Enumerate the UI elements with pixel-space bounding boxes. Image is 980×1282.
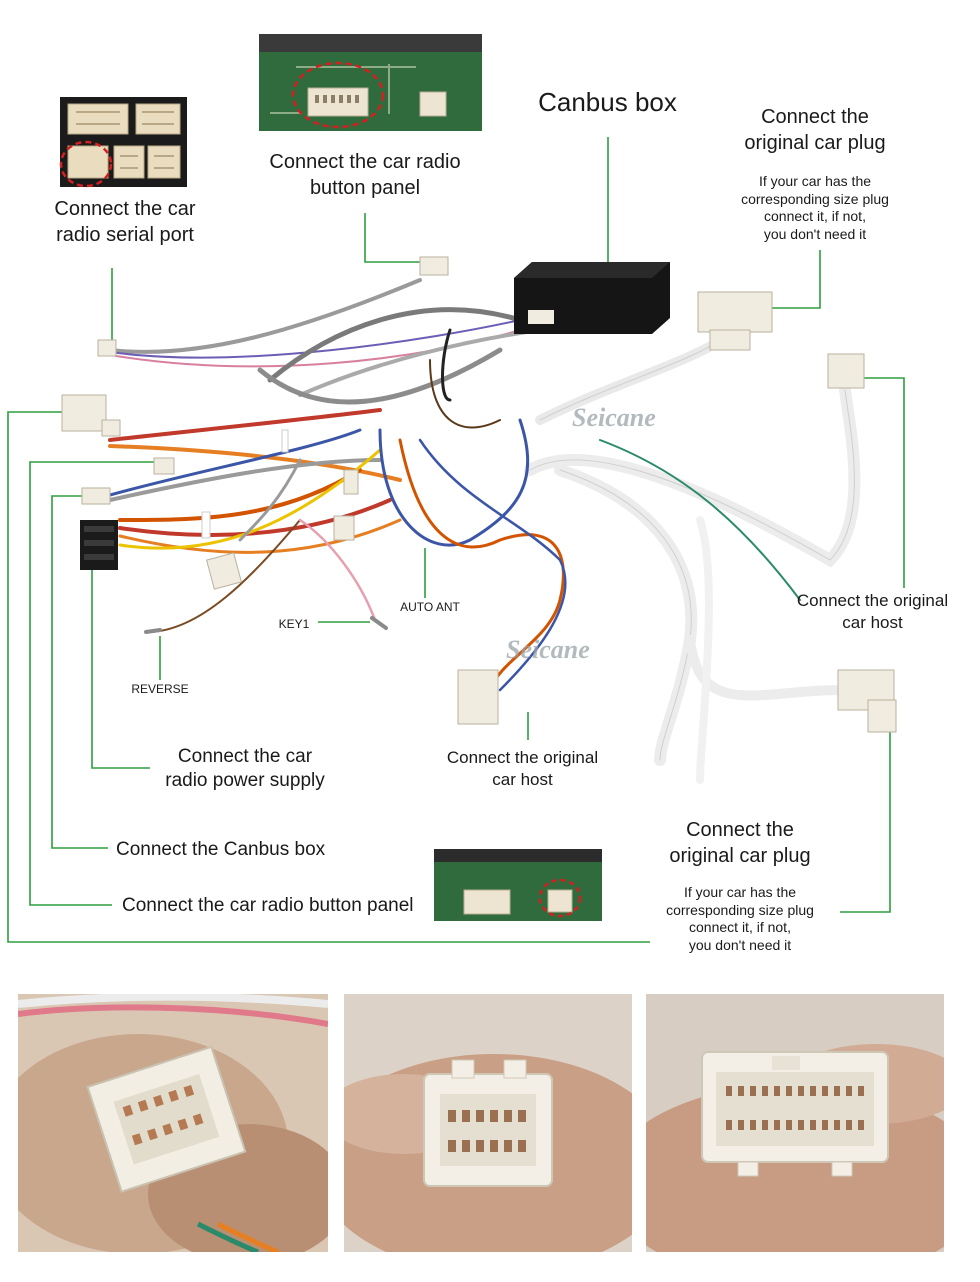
- terminal-pins: [144, 616, 388, 634]
- watermark-top: Seicane: [572, 403, 656, 432]
- orig-plug-bottom-title: Connect the original car plug: [669, 819, 811, 867]
- orig-host-right-label: Connect the original car host: [796, 591, 949, 632]
- orig-host-mid-label: Connect the original car host: [446, 748, 599, 789]
- orig-plug-top-title: Connect the original car plug: [744, 106, 886, 154]
- button-panel-photo-bottom: [434, 849, 602, 921]
- connectors: [61, 256, 897, 733]
- reverse-label: REVERSE: [131, 682, 189, 696]
- button-panel-top-label: Connect the car radio button panel: [269, 151, 461, 199]
- connector-photo-2-art: [344, 994, 632, 1252]
- canbus-box-label: Canbus box: [538, 87, 677, 117]
- connector-photo-3-art: [646, 994, 944, 1252]
- connector-photo-1: [18, 994, 328, 1252]
- connector-photo-1-art: [18, 994, 328, 1252]
- watermark-bottom: Seicane: [506, 635, 590, 664]
- orig-plug-top-note: If your car has the corresponding size p…: [741, 173, 889, 242]
- power-connector: [80, 520, 118, 570]
- orig-plug-bottom-note: If your car has the corresponding size p…: [666, 884, 814, 953]
- auto-ant-label: AUTO ANT: [400, 600, 460, 614]
- serial-port-label: Connect the car radio serial port: [54, 198, 196, 246]
- power-supply-label: Connect the car radio power supply: [165, 746, 325, 792]
- canbus-box: [514, 262, 670, 334]
- button-panel-photo: [259, 34, 482, 131]
- leader-lines: [7, 137, 905, 943]
- zip-ties: [201, 429, 289, 539]
- key1-label: KEY1: [278, 617, 310, 631]
- connector-photo-2: [344, 994, 632, 1252]
- canbus-connect-label: Connect the Canbus box: [116, 839, 326, 860]
- button-panel-bottom-label: Connect the car radio button panel: [122, 895, 414, 916]
- wire-bundle: [108, 278, 861, 784]
- connector-photo-3: [646, 994, 944, 1252]
- serial-port-photo: [59, 97, 187, 188]
